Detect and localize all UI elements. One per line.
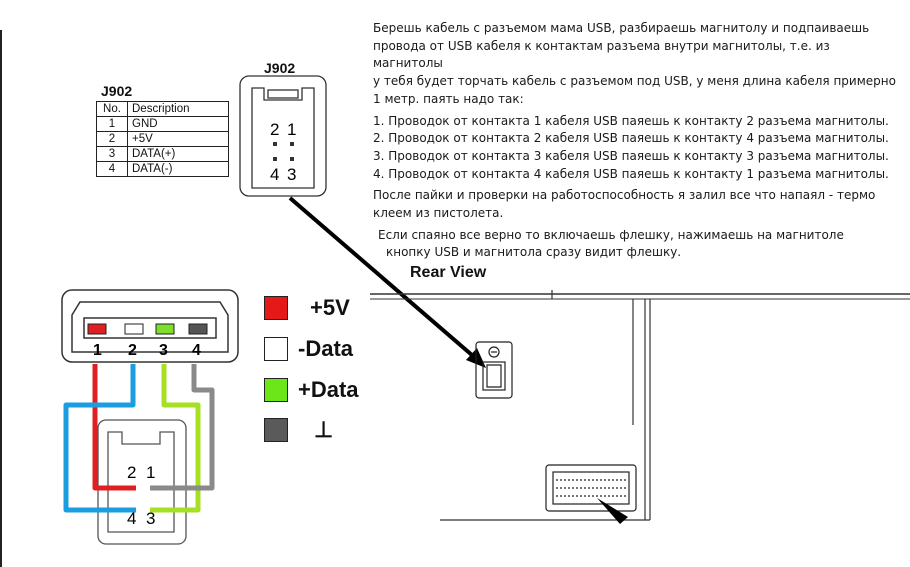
wires bbox=[63, 364, 215, 513]
main-connector-pin-rows bbox=[556, 479, 626, 497]
wiring-connector-pin-label: 2 bbox=[127, 463, 136, 482]
connector-latch bbox=[267, 89, 299, 99]
final-line: кнопку USB и магнитола сразу видит флешк… bbox=[386, 245, 682, 260]
final-line: Если спаяно все верно то включаешь флешк… bbox=[378, 227, 844, 242]
usb-pin-contact bbox=[155, 323, 175, 335]
usb-pin-contact bbox=[87, 323, 107, 335]
intro-line: 1 метр. паять надо так: bbox=[373, 91, 524, 106]
usb-pin-contact bbox=[124, 323, 144, 335]
main-connector-shell bbox=[545, 464, 637, 512]
pin-dot bbox=[273, 157, 277, 161]
usb-pin-label: 3 bbox=[159, 342, 168, 359]
pinout-title: J902 bbox=[101, 83, 133, 99]
rear-j902-connector bbox=[475, 341, 513, 399]
wiring-connector-pin-label: 4 bbox=[127, 509, 136, 528]
steps-block: 1. Проводок от контакта 1 кабеля USB пая… bbox=[373, 113, 903, 184]
usb-plug-rim bbox=[71, 301, 229, 353]
legend-label: +5V bbox=[310, 295, 350, 320]
page-left-rule bbox=[0, 30, 2, 567]
intro-line: Берешь кабель с разъемом мама USB, разби… bbox=[373, 21, 870, 35]
rear-view-title: Rear View bbox=[410, 264, 487, 281]
pointer-arrow-line bbox=[288, 196, 482, 364]
wire-gray-gnd bbox=[150, 364, 215, 491]
after-line: После пайки и проверки на работоспособно… bbox=[373, 188, 876, 203]
pinout-header-description: Description bbox=[127, 101, 229, 117]
table-row: 4 DATA(-) bbox=[96, 161, 229, 177]
pinout-table: No. Description 1 GND 2 +5V 3 DATA(+) 4 … bbox=[96, 101, 229, 177]
after-block: После пайки и проверки на работоспособно… bbox=[373, 187, 903, 222]
wiring-connector-cavity bbox=[107, 431, 175, 533]
step-line: 2. Проводок от контакта 2 кабеля USB пая… bbox=[373, 131, 889, 146]
legend-label: +Data bbox=[298, 377, 359, 402]
legend-swatch bbox=[264, 337, 288, 361]
main-connector-face bbox=[552, 471, 630, 505]
table-row: 3 DATA(+) bbox=[96, 146, 229, 162]
intro-line: провода от USB кабеля к контактам разъем… bbox=[373, 38, 830, 71]
legend-swatch bbox=[264, 296, 288, 320]
wiring-connector-pin-label: 3 bbox=[146, 509, 155, 528]
pin-description: DATA(-) bbox=[127, 161, 229, 177]
j902-pin-dots bbox=[273, 142, 294, 161]
wire-blue-data-minus bbox=[63, 364, 136, 513]
connector-pin-label: 1 bbox=[287, 120, 296, 139]
rear-connector-screw-icon bbox=[488, 346, 500, 358]
usb-plug-tongue bbox=[83, 317, 217, 339]
rear-connector-body bbox=[475, 341, 513, 399]
connector-pin-label: 3 bbox=[287, 165, 296, 184]
wiring-connector-pin-label: 1 bbox=[146, 463, 155, 482]
step-line: 1. Проводок от контакта 1 кабеля USB пая… bbox=[373, 113, 889, 128]
pin-dot bbox=[273, 142, 277, 146]
main-connector-pointer bbox=[597, 498, 628, 524]
usb-pin-label: 1 bbox=[93, 342, 102, 359]
rear-connector-socket bbox=[482, 361, 506, 391]
instructions-text: Берешь кабель с разъемом мама USB, разби… bbox=[373, 20, 903, 262]
legend-swatch bbox=[264, 418, 288, 442]
wire-green-data-plus bbox=[150, 364, 201, 513]
pin-dot bbox=[290, 157, 294, 161]
legend-label: -Data bbox=[298, 336, 354, 361]
usb-pin-contacts bbox=[87, 323, 208, 335]
step-line: 3. Проводок от контакта 3 кабеля USB пая… bbox=[373, 148, 889, 163]
rear-connector-socket-inner bbox=[486, 364, 502, 388]
legend-label: ⊥ bbox=[314, 417, 334, 442]
connector-title: J902 bbox=[264, 60, 296, 76]
usb-plug-outer bbox=[61, 289, 239, 363]
legend-swatch bbox=[264, 378, 288, 402]
connector-pin-label: 4 bbox=[270, 165, 279, 184]
pin-description: DATA(+) bbox=[127, 146, 229, 162]
final-block: Если спаяно все верно то включаешь флешк… bbox=[373, 227, 903, 262]
rear-main-connector bbox=[545, 464, 637, 512]
connector-inner-cavity bbox=[251, 87, 315, 189]
usb-pin-contact bbox=[188, 323, 208, 335]
usb-pin-label: 2 bbox=[128, 342, 137, 359]
wiring-connector-drawing bbox=[97, 419, 187, 545]
usb-pin-label: 4 bbox=[192, 342, 201, 359]
usb-plug-drawing bbox=[61, 289, 239, 363]
intro-line: у тебя будет торчать кабель с разъемом п… bbox=[373, 74, 896, 89]
connector-outer-shell bbox=[239, 75, 327, 197]
connector-pin-label: 2 bbox=[270, 120, 279, 139]
wiring-connector-shell bbox=[97, 419, 187, 545]
pin-dot bbox=[290, 142, 294, 146]
step-line: 4. Проводок от контакта 4 кабеля USB пая… bbox=[373, 166, 889, 181]
j902-connector-drawing bbox=[239, 75, 327, 197]
radio-rear-outline bbox=[370, 290, 910, 521]
intro-block: Берешь кабель с разъемом мама USB, разби… bbox=[373, 20, 903, 109]
after-line: клеем из пистолета. bbox=[373, 206, 504, 221]
